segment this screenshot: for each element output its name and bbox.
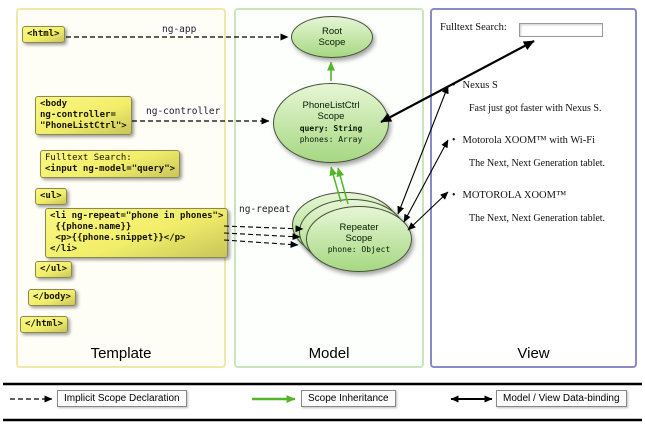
template-column-label: Template [90,345,152,362]
code-body-ng-controller: <body ng-controller= "PhoneListCtrl"> [35,96,132,135]
repeater-scope-label: Repeater Scope [339,222,379,245]
scope-prop-phone: phone: Object [327,245,391,255]
legend-implicit-scope-declaration: Implicit Scope Declaration [57,390,187,407]
phone-snippet: The Next, Next Generation tablet. [469,158,606,169]
root-scope-ellipse: Root Scope [291,16,373,58]
code-search-label: Fulltext Search: [45,153,132,163]
phone-name: Nexus S [462,80,498,91]
code-ul-open-tag: <ul> [35,188,67,205]
bullet-icon: • [452,190,456,201]
view-search-label: Fulltext Search: [440,22,507,33]
phone-list-item: • MOTOROLA XOOM™ The Next, Next Generatio… [452,190,632,225]
ng-repeat-label: ng-repeat [237,204,293,215]
scope-prop-query: query: String [299,123,363,133]
phone-title-row: • Nexus S [452,80,632,91]
code-ul-close-tag: </ul> [35,261,73,278]
code-html-open-tag: <html> [22,26,65,43]
code-li-ng-repeat: <li ng-repeat="phone in phones"> {{phone… [45,208,229,258]
model-column-label: Model [308,345,350,362]
bullet-icon: • [452,80,456,91]
ng-controller-label: ng-controller [144,106,223,117]
repeater-scope-ellipse: Repeater Scope phone: Object [306,206,412,272]
phone-name: Motorola XOOM™ with Wi-Fi [462,135,595,146]
code-body-close-tag: </body> [28,289,76,306]
root-scope-label: Root Scope [318,25,346,48]
phonelistctrl-scope-label: PhoneListCtrl Scope [302,100,360,123]
phone-snippet: The Next, Next Generation tablet. [469,213,606,224]
phone-list-item: • Motorola XOOM™ with Wi-Fi The Next, Nex… [452,135,632,170]
phonelistctrl-scope-ellipse: PhoneListCtrl Scope query: String phones… [273,83,389,163]
legend-scope-inheritance: Scope Inheritance [301,390,396,407]
legend-model-view-data-binding: Model / View Data-binding [496,390,627,407]
phone-title-row: • MOTOROLA XOOM™ [452,190,632,201]
phone-list-item: • Nexus S Fast just got faster with Nexus… [452,80,632,115]
fulltext-search-input[interactable] [519,23,603,37]
code-html-close-tag: </html> [20,316,68,333]
phone-list: • Nexus S Fast just got faster with Nexus… [452,80,632,245]
phone-snippet: Fast just got faster with Nexus S. [469,103,602,114]
code-search-input: Fulltext Search:<input ng-model="query"> [40,150,181,178]
phone-title-row: • Motorola XOOM™ with Wi-Fi [452,135,632,146]
scope-prop-phones: phones: Array [299,135,363,145]
ng-app-label: ng-app [160,24,199,35]
code-input-ng-model: <input ng-model="query"> [45,163,176,174]
phone-name: MOTOROLA XOOM™ [462,190,567,201]
view-column-label: View [517,345,550,362]
model-panel [234,8,424,368]
bullet-icon: • [452,135,456,146]
